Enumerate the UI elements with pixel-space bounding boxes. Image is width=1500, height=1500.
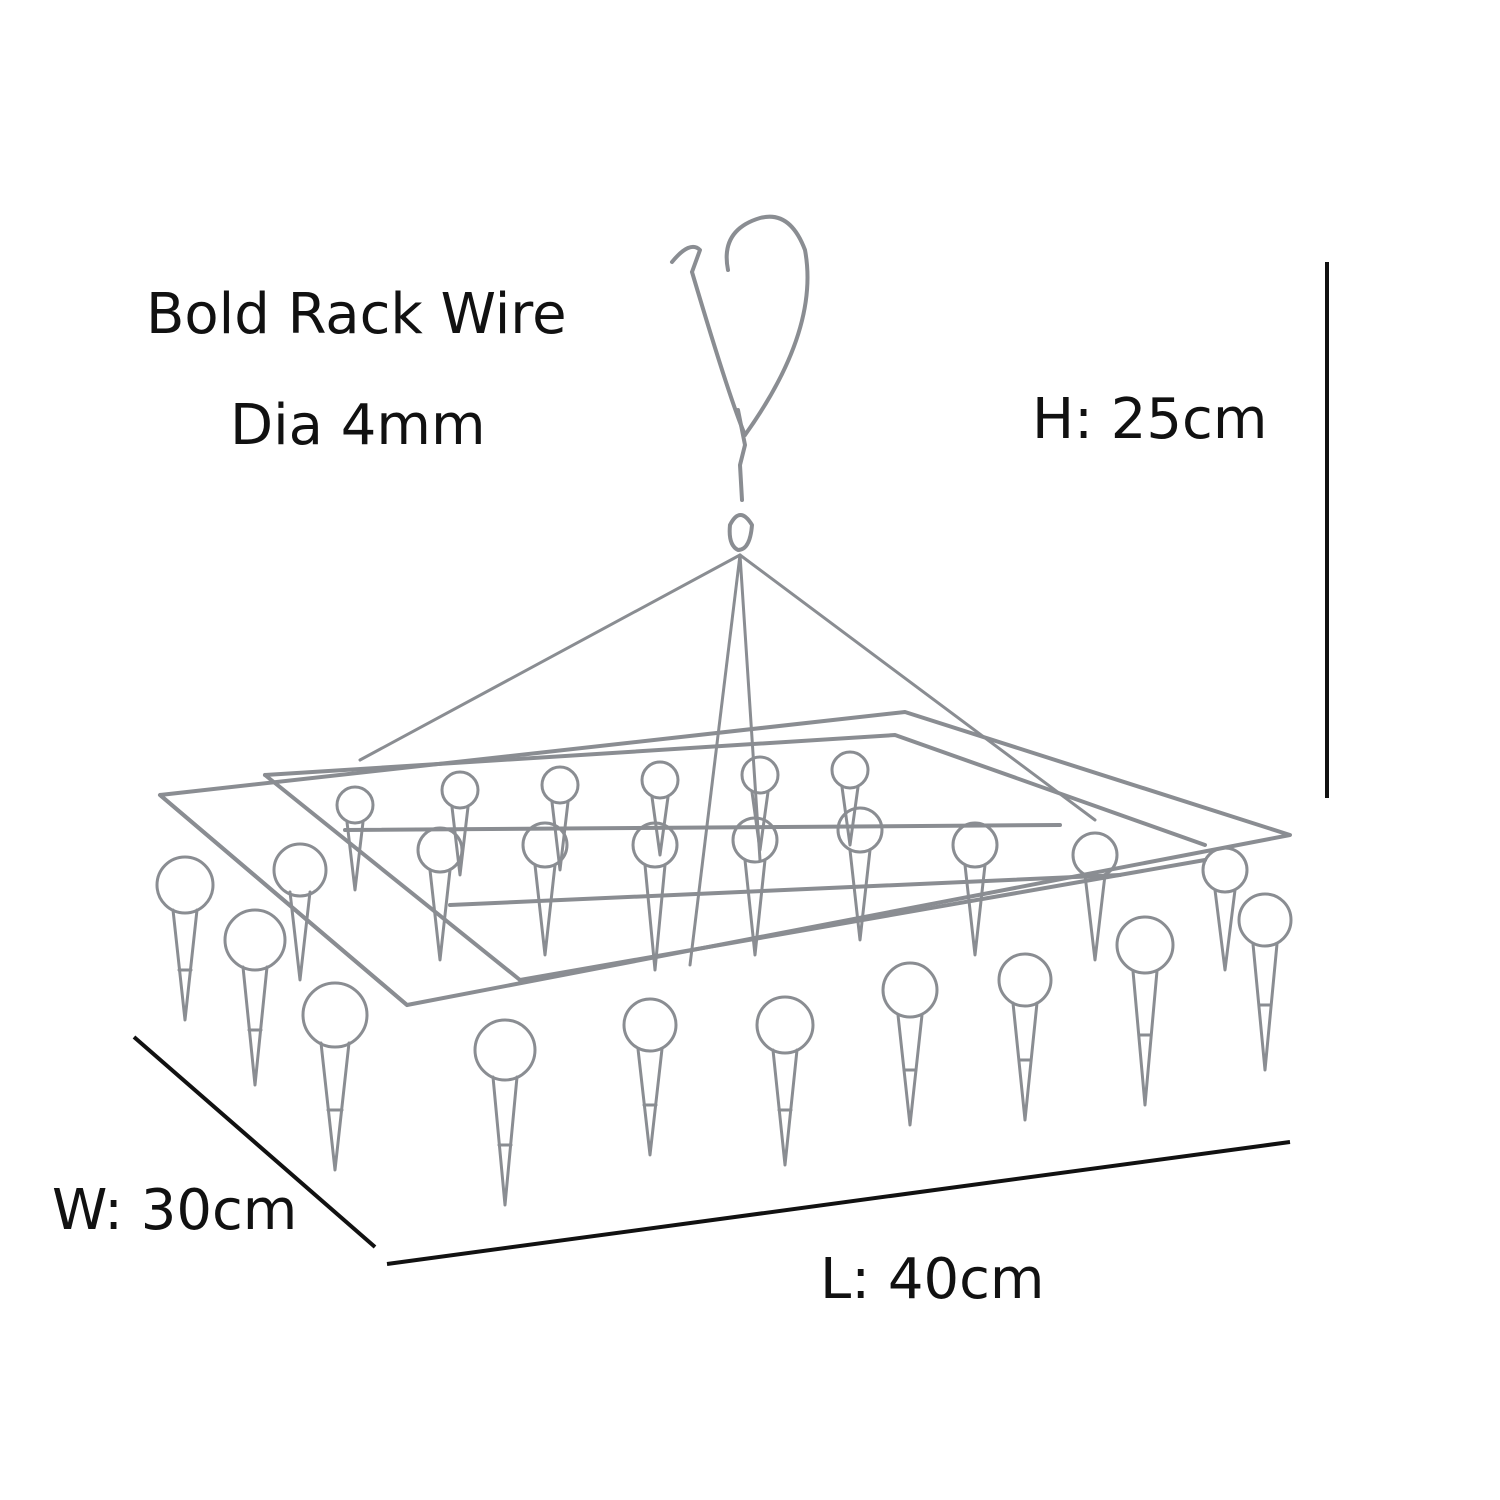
height-label: H: 25cm [1032,387,1268,452]
clothes-pins [155,750,1293,1207]
swivel-icon [727,408,754,552]
suspension-wires [358,553,1097,967]
wire-diameter: Dia 4mm [230,393,486,458]
rack-bar-2 [343,823,1062,832]
dimension-lines [132,262,1329,1266]
width-label: W: 30cm [52,1178,298,1243]
hanging-clip-drying-rack-icon [155,214,1293,1207]
rack-bar-3 [448,873,1122,907]
rack-bar-1 [263,733,1207,847]
length-label: L: 40cm [820,1247,1045,1312]
wire-title: Bold Rack Wire [146,282,567,347]
length-dimension-line [386,1140,1291,1266]
hook-icon [670,214,810,437]
rack-inner-frame [263,773,522,982]
width-dimension-line [132,1035,377,1249]
